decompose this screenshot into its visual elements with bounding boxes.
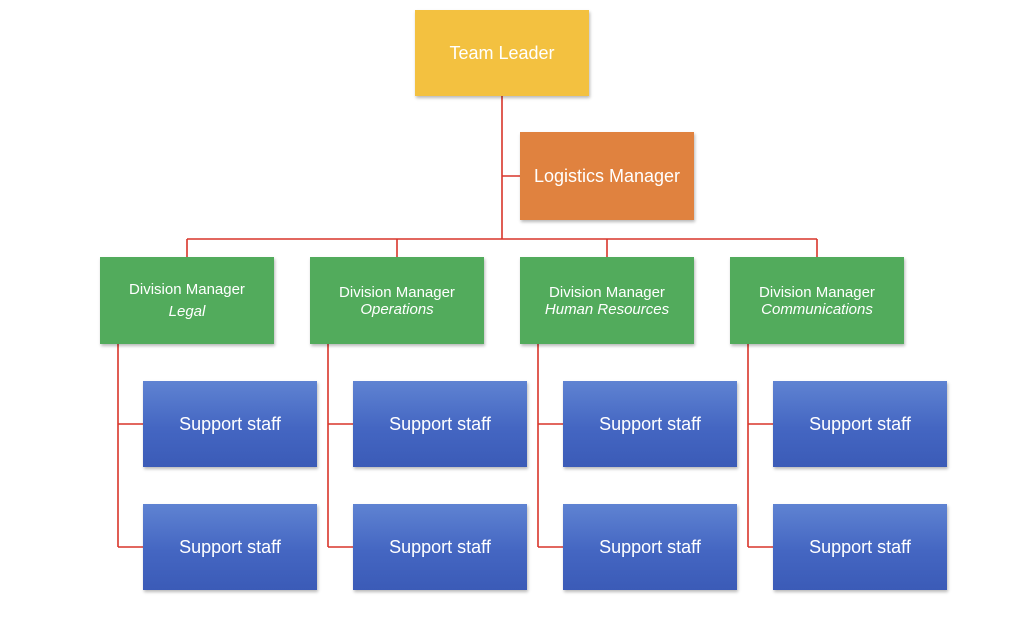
team-leader-label: Team Leader [449, 42, 555, 63]
support-staff-label: Support staff [599, 413, 701, 434]
support-staff-label: Support staff [599, 536, 701, 557]
division-title: Division Manager [339, 283, 455, 301]
support-staff-label: Support staff [809, 413, 911, 434]
support-staff-box-communications-2[interactable]: Support staff [773, 504, 947, 590]
support-staff-label: Support staff [389, 413, 491, 434]
support-staff-box-operations-1[interactable]: Support staff [353, 381, 527, 467]
support-staff-box-legal-2[interactable]: Support staff [143, 504, 317, 590]
division-title: Division Manager [759, 283, 875, 301]
division-manager-legal-box[interactable]: Division Manager Legal [100, 257, 274, 344]
support-staff-label: Support staff [179, 536, 281, 557]
division-manager-communications-box[interactable]: Division Manager Communications [730, 257, 904, 344]
division-title: Division Manager [549, 283, 665, 301]
logistics-manager-label: Logistics Manager [533, 165, 681, 186]
support-staff-label: Support staff [809, 536, 911, 557]
support-staff-label: Support staff [389, 536, 491, 557]
division-title: Division Manager [129, 281, 245, 298]
team-leader-box[interactable]: Team Leader [415, 10, 589, 96]
logistics-manager-box[interactable]: Logistics Manager [520, 132, 694, 220]
support-staff-box-communications-1[interactable]: Support staff [773, 381, 947, 467]
division-department: Communications [761, 300, 873, 318]
division-manager-operations-box[interactable]: Division Manager Operations [310, 257, 484, 344]
division-department: Human Resources [544, 300, 670, 318]
support-staff-box-operations-2[interactable]: Support staff [353, 504, 527, 590]
division-department: Legal [168, 303, 206, 320]
support-staff-box-hr-2[interactable]: Support staff [563, 504, 737, 590]
support-staff-box-legal-1[interactable]: Support staff [143, 381, 317, 467]
division-department: Operations [360, 300, 434, 318]
support-staff-label: Support staff [179, 413, 281, 434]
support-staff-box-hr-1[interactable]: Support staff [563, 381, 737, 467]
division-manager-hr-box[interactable]: Division Manager Human Resources [520, 257, 694, 344]
